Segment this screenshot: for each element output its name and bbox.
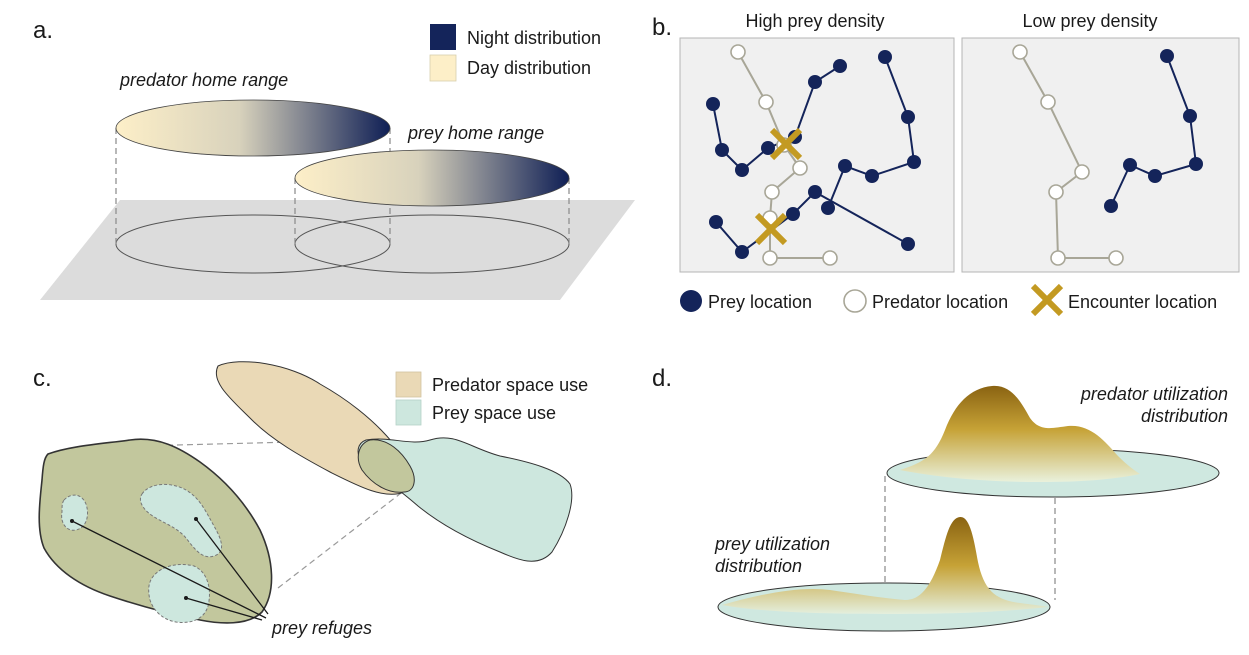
overlap-area	[357, 439, 415, 493]
panel-b: b. High prey density Low prey density Pr…	[652, 11, 1240, 317]
prey-location-point	[706, 97, 720, 111]
prey-location-point	[735, 245, 749, 259]
day-legend-swatch	[429, 54, 457, 82]
encounter-location-marker	[769, 127, 803, 161]
prey-refuges-label: prey refuges	[271, 618, 372, 638]
panel-a-letter: a.	[33, 17, 53, 44]
prey-location-point	[1123, 158, 1137, 172]
low-density-box	[961, 37, 1240, 273]
predator-space-legend-swatch	[395, 371, 422, 398]
high-density-title: High prey density	[745, 11, 884, 31]
prey-location-point	[1104, 199, 1118, 213]
encounter-location-legend-label: Encounter location	[1068, 292, 1217, 312]
prey-location-point	[878, 50, 892, 64]
refuge-pointer-lines	[71, 518, 269, 621]
prey-refuge-2	[139, 484, 222, 558]
utilization-projection-lines	[884, 476, 1056, 600]
prey-location-point	[901, 237, 915, 251]
prey-space-legend-label: Prey space use	[432, 403, 556, 423]
prey-utilization-label-line1: prey utilization	[714, 534, 830, 554]
prey-home-range-label: prey home range	[407, 123, 544, 143]
predator-location-point	[1048, 184, 1064, 200]
prey-location-point	[709, 215, 723, 229]
predator-location-legend-label: Predator location	[872, 292, 1008, 312]
prey-location-point	[833, 59, 847, 73]
predator-location-point	[1050, 250, 1066, 266]
night-legend-label: Night distribution	[467, 28, 601, 48]
predator-location-point	[762, 250, 778, 266]
low-density-title: Low prey density	[1022, 11, 1157, 31]
predator-utilization-label-line2: distribution	[1141, 406, 1228, 426]
refuge-pointer-dots	[70, 517, 198, 600]
prey-home-range-ellipse	[294, 149, 570, 207]
panel-d-letter: d.	[652, 365, 672, 392]
prey-location-point	[1160, 49, 1174, 63]
predator-location-point	[758, 94, 774, 110]
movement-tracks	[706, 44, 1203, 266]
ground-plane	[40, 200, 635, 300]
encounter-location-legend-marker	[1030, 283, 1064, 317]
prey-location-point	[1148, 169, 1162, 183]
prey-location-point	[907, 155, 921, 169]
prey-refuge-3	[148, 564, 210, 623]
prey-location-point	[865, 169, 879, 183]
predator-location-point	[1040, 94, 1056, 110]
predator-location-point	[792, 160, 808, 176]
prey-location-point	[761, 141, 775, 155]
prey-location-point	[838, 159, 852, 173]
prey-location-point	[786, 207, 800, 221]
prey-location-point	[808, 75, 822, 89]
predator-home-range-label: predator home range	[119, 70, 288, 90]
prey-location-point	[808, 185, 822, 199]
predator-location-point	[1012, 44, 1028, 60]
night-legend-swatch	[430, 24, 456, 50]
predator-space-legend-label: Predator space use	[432, 375, 588, 395]
predator-location-point	[1074, 164, 1090, 180]
prey-utilization-surface	[722, 516, 1048, 614]
prey-location-point	[821, 201, 835, 215]
prey-location-point	[901, 110, 915, 124]
panel-c: c. prey refuges Preda	[33, 361, 588, 638]
predator-location-legend-marker	[843, 289, 867, 313]
prey-location-point	[1183, 109, 1197, 123]
panel-d: d. predator utilization distribution pre…	[652, 365, 1228, 632]
day-legend-label: Day distribution	[467, 58, 591, 78]
prey-location-point	[1189, 157, 1203, 171]
zoomed-overlap-area	[38, 438, 273, 624]
panel-a: a. predator home range prey home range N…	[33, 17, 635, 300]
predator-utilization-label-line1: predator utilization	[1080, 384, 1228, 404]
prey-refuge-1	[61, 494, 89, 531]
prey-location-legend-label: Prey location	[708, 292, 812, 312]
prey-track-line	[1110, 55, 1198, 207]
prey-location-point	[735, 163, 749, 177]
home-range-projection-lines	[115, 128, 570, 244]
predator-location-point	[730, 44, 746, 60]
predator-location-point	[1108, 250, 1124, 266]
predator-utilization-surface	[900, 385, 1140, 482]
panel-c-letter: c.	[33, 365, 52, 392]
prey-location-point	[715, 143, 729, 157]
predator-home-range-ellipse	[115, 99, 391, 157]
panel-b-letter: b.	[652, 14, 672, 41]
prey-utilization-label-line2: distribution	[715, 556, 802, 576]
predator-location-point	[822, 250, 838, 266]
prey-track-line	[827, 56, 916, 209]
prey-location-legend-marker	[680, 290, 702, 312]
encounter-location-marker	[754, 212, 788, 246]
predator-location-point	[764, 184, 780, 200]
prey-space-legend-swatch	[395, 399, 422, 426]
predator-track-line	[1019, 51, 1116, 259]
